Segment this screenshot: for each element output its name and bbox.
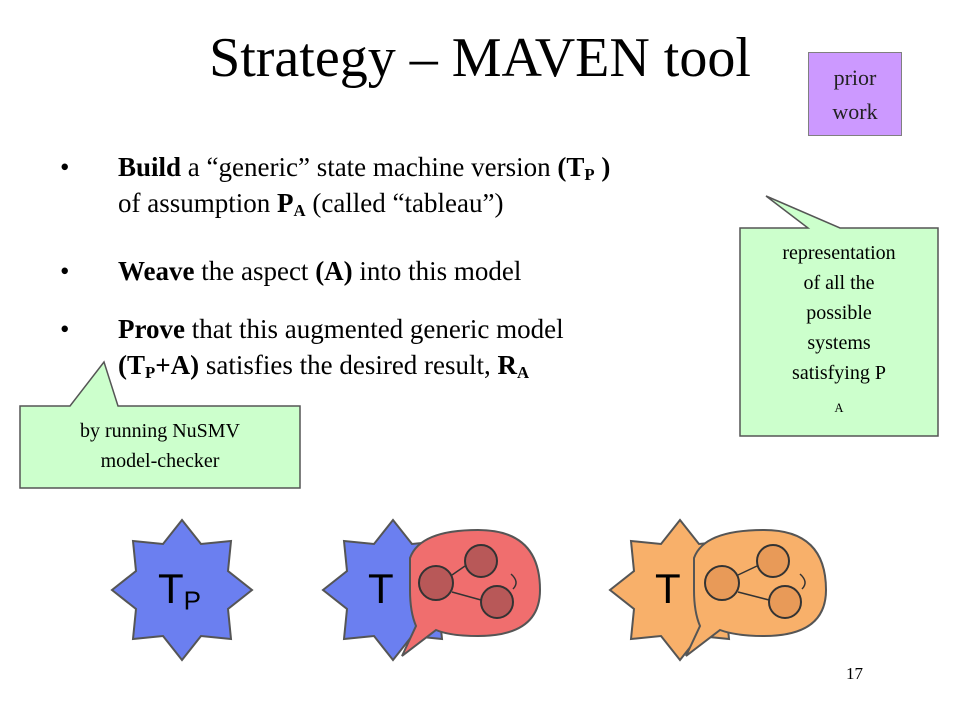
callout-right-line-2: of all the — [803, 272, 875, 294]
bullet-symbol: • — [60, 152, 70, 182]
bullet-build-text-2: of assumption — [118, 188, 277, 218]
bullet-prove-line-1: Prove that this augmented generic model — [118, 312, 564, 346]
bullet-prove-tpa: (TP+A) — [118, 350, 200, 383]
star-label-sub: P — [183, 585, 202, 616]
bullet-symbol: • — [60, 256, 70, 286]
callout-left-text: by running NuSMV model-checker — [20, 416, 300, 476]
bullet-weave-keyword: Weave — [118, 256, 195, 286]
bullet-build-tp: (TP ) — [557, 152, 611, 185]
aspect-bubble-red — [401, 528, 542, 657]
bullet-weave-line-1: Weave the aspect (A) into this model — [118, 254, 521, 288]
bullet-build-line-1: Build a “generic” state machine version … — [118, 150, 610, 184]
prior-work-line-2: work — [832, 99, 878, 124]
prior-work-badge: prior work — [808, 52, 902, 136]
bullet-build-text-3: (called “tableau”) — [305, 188, 504, 218]
callout-right-bubble — [739, 195, 939, 437]
callout-right-text: representation of all the possible syste… — [740, 238, 938, 418]
prior-work-line-1: prior — [833, 65, 877, 90]
star-label-partial-1: T — [368, 565, 394, 612]
bullet-weave-text-1: the aspect — [194, 256, 316, 286]
callout-left-bubble — [19, 360, 301, 489]
bullet-build-keyword: Build — [118, 152, 182, 182]
bullet-prove-line-2: (TP+A) satisfies the desired result, RA — [118, 348, 529, 382]
star-label-partial-2: T — [655, 565, 681, 612]
aspect-node-5 — [756, 544, 790, 578]
aspect-node-2 — [464, 544, 498, 578]
aspect-node-1 — [418, 565, 454, 601]
bullet-prove-text-1: that this augmented generic model — [184, 314, 564, 344]
bullet-prove-keyword: Prove — [118, 314, 185, 344]
aspect-bubble-orange — [685, 528, 828, 657]
callout-left-line-2: model-checker — [100, 450, 220, 472]
aspect-node-3 — [480, 585, 514, 619]
bullet-build-line-2: of assumption PA (called “tableau”) — [118, 186, 503, 220]
callout-right-line-4: systems — [807, 332, 871, 354]
bullet-symbol: • — [60, 314, 70, 344]
bullet-build-text-1: a “generic” state machine version — [181, 152, 558, 182]
bullet-weave-text-2: into this model — [352, 256, 522, 286]
callout-right-line-1: representation — [782, 242, 896, 264]
slide-title: Strategy – MAVEN tool — [209, 27, 751, 89]
callout-left-line-1: by running NuSMV — [79, 420, 240, 442]
star-label-main: T — [158, 565, 184, 612]
aspect-node-4 — [704, 565, 740, 601]
callout-right-line-3: possible — [806, 302, 872, 324]
page-number: 17 — [846, 664, 863, 683]
bullet-prove-ra: RA — [497, 350, 530, 383]
bullet-prove-text-2: satisfies the desired result, — [199, 350, 498, 380]
bullet-build-pa: PA — [277, 188, 306, 221]
aspect-node-6 — [768, 585, 802, 619]
star-label-tp: TP — [158, 565, 201, 614]
bullet-weave-aspect: (A) — [315, 256, 353, 286]
